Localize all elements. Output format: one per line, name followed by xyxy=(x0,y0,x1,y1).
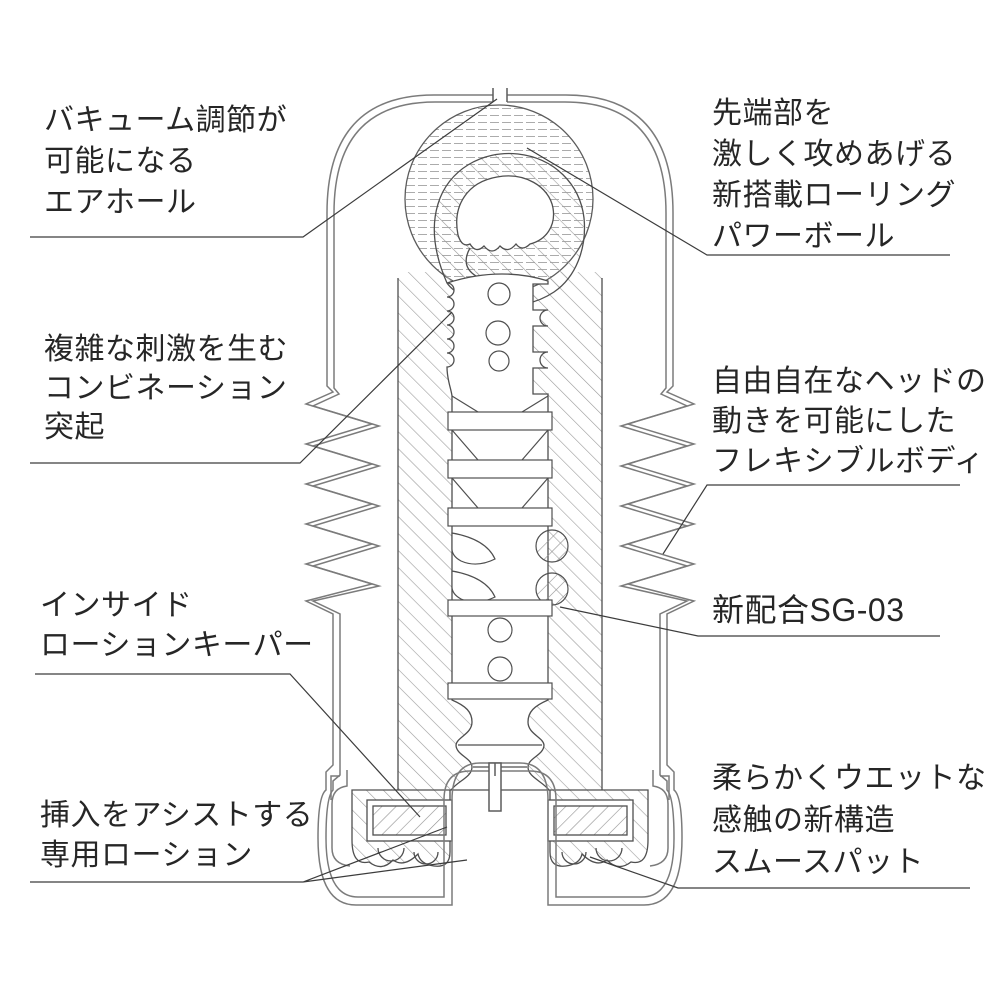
label-line: パワーボール xyxy=(712,220,895,253)
leader-lines xyxy=(30,98,970,889)
label-line: コンビネーション xyxy=(44,372,288,405)
label-line: エアホール xyxy=(44,186,197,219)
label-sg03: 新配合SG-03 xyxy=(712,590,905,631)
label-line: 複雑な刺激を生む xyxy=(44,333,288,366)
leader-sg03 xyxy=(559,606,940,637)
casing-left-inner xyxy=(310,101,500,898)
label-line: 新搭載ローリング xyxy=(712,179,956,212)
spiral-detail xyxy=(456,175,555,252)
label-line: バキューム調節が xyxy=(44,104,288,137)
inner-channel xyxy=(446,273,551,791)
label-line: 可能になる xyxy=(44,145,197,178)
label-smooth-pad: 柔らかくウエットな 感触の新構造 スムースパット xyxy=(712,758,987,884)
label-line: スムースパット xyxy=(712,846,924,879)
label-flexible-body: 自由自在なヘッドの 動きを可能にした フレキシブルボディ xyxy=(712,362,987,482)
air-hole xyxy=(492,88,508,102)
label-line: ローションキーパー xyxy=(40,629,314,662)
label-lotion-keeper: インサイド ローションキーパー xyxy=(40,586,314,666)
channel-knob xyxy=(535,529,569,563)
leader-smooth-pad xyxy=(589,856,970,889)
leader-flexible-body xyxy=(662,484,960,555)
casing-left-outer xyxy=(303,94,500,906)
base-clip-left xyxy=(330,770,351,867)
channel-bubble xyxy=(487,282,511,306)
channel-flap xyxy=(451,532,496,565)
leader-air-hole xyxy=(30,98,498,238)
label-line: 自由自在なヘッドの xyxy=(712,365,987,398)
leader-lotion xyxy=(30,826,468,883)
label-line: 専用ローション xyxy=(40,839,253,872)
label-line: 突起 xyxy=(44,411,105,444)
base-clip-right xyxy=(649,770,670,867)
label-line: 激しく攻めあげる xyxy=(712,138,956,171)
channel-bubble xyxy=(485,320,511,346)
label-line: 新配合SG-03 xyxy=(712,592,905,628)
label-air-hole: バキューム調節が 可能になる エアホール xyxy=(44,100,287,223)
label-lotion: 挿入をアシストする 専用ローション xyxy=(40,796,313,876)
label-combination-bumps: 複雑な刺激を生む コンビネーション 突起 xyxy=(44,330,288,447)
label-line: 柔らかくウエットな xyxy=(712,762,987,795)
casing-right-inner xyxy=(500,101,690,898)
leader-power-ball xyxy=(526,147,950,256)
channel-bubble xyxy=(488,350,510,372)
label-line: 感触の新構造 xyxy=(712,804,895,837)
label-line: 挿入をアシストする xyxy=(40,799,314,832)
channel-bubble xyxy=(487,617,513,643)
base-assembly xyxy=(351,789,649,868)
label-line: フレキシブルボディ xyxy=(712,445,985,478)
base-center-tab xyxy=(488,762,502,812)
label-line: インサイド xyxy=(40,589,193,622)
label-power-ball: 先端部を 激しく攻めあげる 新搭載ローリング パワーボール xyxy=(712,93,956,257)
outer-casing xyxy=(303,88,697,906)
leader-lotion-keeper xyxy=(35,673,421,818)
label-line: 先端部を xyxy=(712,97,834,130)
label-line: 動きを可能にした xyxy=(712,405,956,438)
channel-ribs xyxy=(447,282,569,768)
channel-bubble xyxy=(487,656,513,682)
casing-right-outer xyxy=(500,94,697,906)
leader-combination-bumps xyxy=(30,311,453,464)
